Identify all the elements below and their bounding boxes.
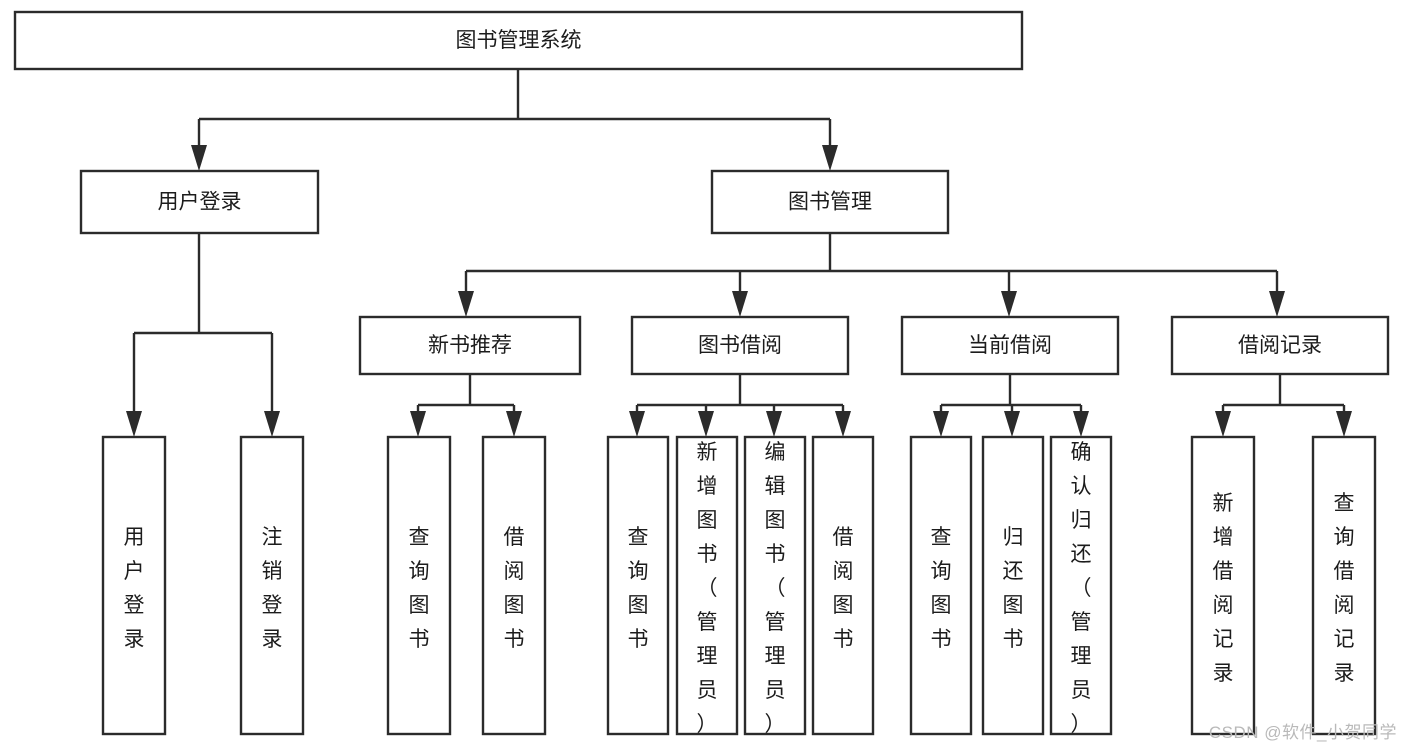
node-label-leaf-query-book-borrow: 查询图书	[628, 526, 649, 651]
book-borrow-leaf-2-arrowhead	[766, 411, 782, 437]
node-box-leaf-add-borrow-record[interactable]	[1190, 435, 1256, 736]
root-to-level1-0-arrowhead	[191, 145, 207, 171]
node-leaf-borrow-book[interactable]: 借阅图书	[811, 435, 875, 736]
node-label-leaf-add-book-admin: 新增图书（管理员）	[697, 441, 718, 736]
node-leaf-query-book-current[interactable]: 查询图书	[909, 435, 973, 736]
book-borrow-leaf-1-arrowhead	[698, 411, 714, 437]
node-box-leaf-borrow-book-rec[interactable]	[481, 435, 547, 736]
node-leaf-edit-book-admin[interactable]: 编辑图书（管理员）	[743, 435, 807, 736]
node-user-login[interactable]: 用户登录	[79, 169, 320, 235]
book-management-child-1-arrowhead	[732, 291, 748, 317]
node-label-borrow-record: 借阅记录	[1238, 334, 1322, 357]
node-box-new-book-recommend[interactable]	[358, 315, 582, 376]
node-label-leaf-edit-book-admin: 编辑图书（管理员）	[765, 441, 786, 736]
node-box-book-borrow[interactable]	[630, 315, 850, 376]
node-box-leaf-confirm-return-admin[interactable]	[1049, 435, 1113, 736]
node-label-leaf-query-borrow-record: 查询借阅记录	[1334, 492, 1355, 685]
book-management-child-2-arrowhead	[1001, 291, 1017, 317]
node-leaf-query-book-borrow[interactable]: 查询图书	[606, 435, 670, 736]
node-book-borrow[interactable]: 图书借阅	[630, 315, 850, 376]
node-label-new-book-recommend: 新书推荐	[428, 334, 512, 357]
node-label-leaf-logout: 注销登录	[262, 526, 283, 651]
node-leaf-return-book[interactable]: 归还图书	[981, 435, 1045, 736]
current-borrow-leaf-1-arrowhead	[1004, 411, 1020, 437]
node-box-user-login[interactable]	[79, 169, 320, 235]
node-box-leaf-logout[interactable]	[239, 435, 305, 736]
node-box-current-borrow[interactable]	[900, 315, 1120, 376]
node-label-root: 图书管理系统	[456, 29, 582, 52]
node-borrow-record[interactable]: 借阅记录	[1170, 315, 1390, 376]
node-label-leaf-query-book-current: 查询图书	[931, 526, 952, 651]
node-root[interactable]: 图书管理系统	[13, 10, 1024, 71]
node-leaf-query-book-rec[interactable]: 查询图书	[386, 435, 452, 736]
node-label-leaf-return-book: 归还图书	[1003, 526, 1024, 651]
connector-layer	[126, 69, 1352, 437]
node-layer: 图书管理系统用户登录图书管理新书推荐图书借阅当前借阅借阅记录用户登录注销登录查询…	[13, 10, 1390, 736]
node-leaf-add-borrow-record[interactable]: 新增借阅记录	[1190, 435, 1256, 736]
node-box-root[interactable]	[13, 10, 1024, 71]
node-label-current-borrow: 当前借阅	[968, 334, 1052, 357]
user-login-leaf-0-arrowhead	[126, 411, 142, 437]
new-book-recommend-leaf-0-arrowhead	[410, 411, 426, 437]
root-to-level1-1-arrowhead	[822, 145, 838, 171]
node-label-book-management: 图书管理	[788, 191, 872, 214]
node-label-book-borrow: 图书借阅	[698, 334, 782, 357]
new-book-recommend-leaf-1-arrowhead	[506, 411, 522, 437]
user-login-leaf-1-arrowhead	[264, 411, 280, 437]
node-label-leaf-add-borrow-record: 新增借阅记录	[1213, 492, 1234, 685]
node-book-management[interactable]: 图书管理	[710, 169, 950, 235]
node-box-leaf-edit-book-admin[interactable]	[743, 435, 807, 736]
node-box-leaf-user-login[interactable]	[101, 435, 167, 736]
node-label-leaf-query-book-rec: 查询图书	[409, 526, 430, 651]
current-borrow-leaf-2-arrowhead	[1073, 411, 1089, 437]
node-leaf-query-borrow-record[interactable]: 查询借阅记录	[1311, 435, 1377, 736]
node-leaf-logout[interactable]: 注销登录	[239, 435, 305, 736]
node-label-leaf-confirm-return-admin: 确认归还（管理员）	[1071, 441, 1092, 736]
node-leaf-borrow-book-rec[interactable]: 借阅图书	[481, 435, 547, 736]
node-box-leaf-query-book-rec[interactable]	[386, 435, 452, 736]
book-management-child-0-arrowhead	[458, 291, 474, 317]
node-box-leaf-query-book-borrow[interactable]	[606, 435, 670, 736]
node-box-leaf-return-book[interactable]	[981, 435, 1045, 736]
borrow-record-leaf-0-arrowhead	[1215, 411, 1231, 437]
book-borrow-leaf-3-arrowhead	[835, 411, 851, 437]
node-box-leaf-add-book-admin[interactable]	[675, 435, 739, 736]
borrow-record-leaf-1-arrowhead	[1336, 411, 1352, 437]
node-box-borrow-record[interactable]	[1170, 315, 1390, 376]
node-label-leaf-borrow-book-rec: 借阅图书	[504, 526, 525, 651]
node-label-leaf-user-login: 用户登录	[124, 526, 145, 651]
node-leaf-confirm-return-admin[interactable]: 确认归还（管理员）	[1049, 435, 1113, 736]
node-current-borrow[interactable]: 当前借阅	[900, 315, 1120, 376]
node-box-leaf-borrow-book[interactable]	[811, 435, 875, 736]
node-label-user-login: 用户登录	[158, 191, 242, 214]
book-management-child-3-arrowhead	[1269, 291, 1285, 317]
node-leaf-add-book-admin[interactable]: 新增图书（管理员）	[675, 435, 739, 736]
node-box-book-management[interactable]	[710, 169, 950, 235]
current-borrow-leaf-0-arrowhead	[933, 411, 949, 437]
node-box-leaf-query-book-current[interactable]	[909, 435, 973, 736]
book-borrow-leaf-0-arrowhead	[629, 411, 645, 437]
node-box-leaf-query-borrow-record[interactable]	[1311, 435, 1377, 736]
node-new-book-recommend[interactable]: 新书推荐	[358, 315, 582, 376]
node-label-leaf-borrow-book: 借阅图书	[833, 526, 854, 651]
node-leaf-user-login[interactable]: 用户登录	[101, 435, 167, 736]
